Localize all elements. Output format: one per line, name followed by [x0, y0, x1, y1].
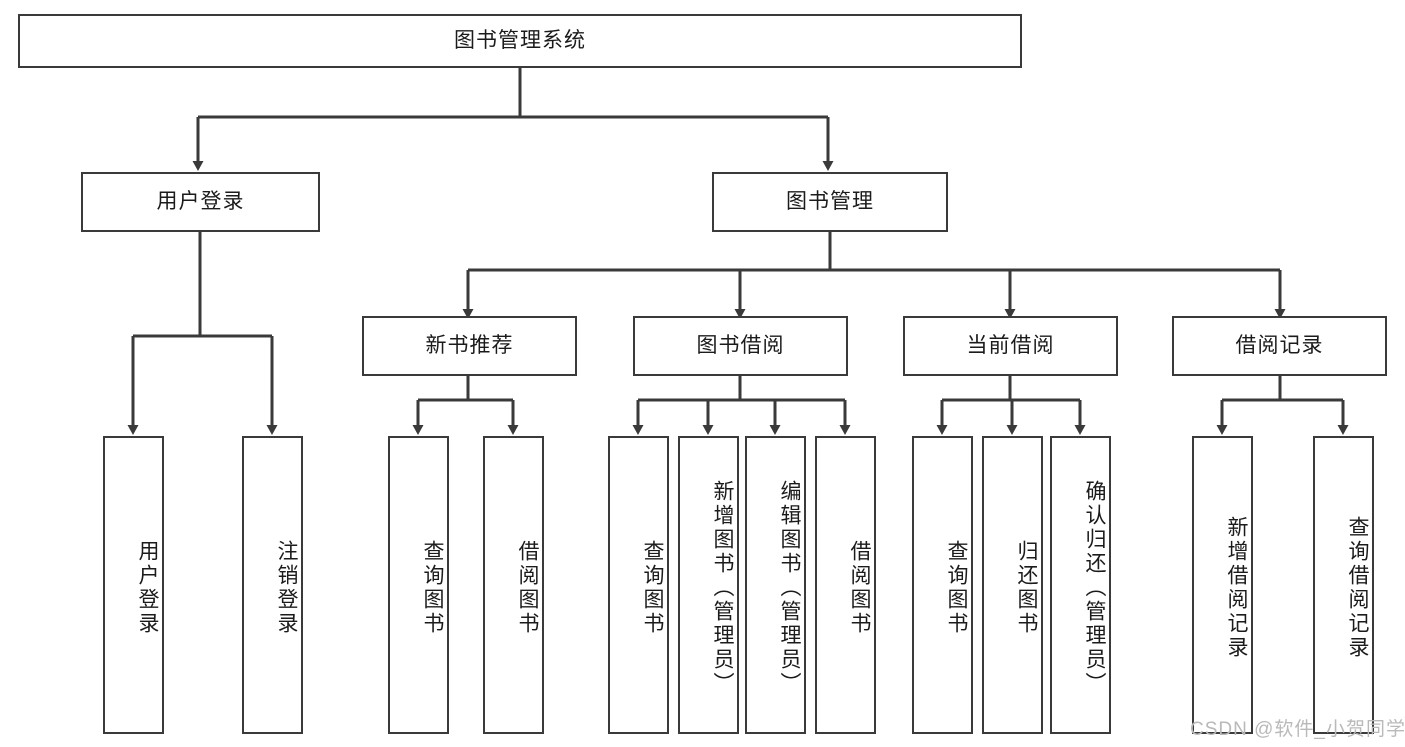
node-label: 当前借阅	[966, 334, 1055, 358]
node-label: 确认归还（管理员）	[1083, 480, 1106, 696]
node-label: 编辑图书（管理员）	[778, 480, 801, 696]
node-user-login[interactable]: 用户登录	[81, 172, 320, 232]
node-label: 归还图书	[1015, 540, 1038, 636]
node-book-management[interactable]: 图书管理	[712, 172, 948, 232]
node-label: 查询图书	[641, 540, 664, 636]
node-label: 图书管理	[786, 190, 874, 214]
node-label: 图书借阅	[696, 334, 785, 358]
leaf-book-borrow-edit[interactable]: 编辑图书（管理员）	[745, 436, 806, 734]
leaf-current-borrow-confirm-return[interactable]: 确认归还（管理员）	[1050, 436, 1111, 734]
leaf-user-login-login[interactable]: 用户登录	[103, 436, 164, 734]
node-new-book-recommendation[interactable]: 新书推荐	[362, 316, 577, 376]
node-label: 新书推荐	[425, 334, 514, 358]
node-current-borrowing[interactable]: 当前借阅	[903, 316, 1118, 376]
node-label: 借阅图书	[848, 540, 871, 636]
node-label: 用户登录	[156, 190, 245, 214]
node-borrow-record[interactable]: 借阅记录	[1172, 316, 1387, 376]
node-label: 借阅图书	[516, 540, 539, 636]
node-book-borrowing[interactable]: 图书借阅	[633, 316, 848, 376]
node-label: 用户登录	[136, 540, 159, 636]
node-label: 查询借阅记录	[1346, 516, 1369, 660]
node-label: 新增借阅记录	[1225, 516, 1248, 660]
node-label: 查询图书	[945, 540, 968, 636]
leaf-book-borrow-query[interactable]: 查询图书	[608, 436, 669, 734]
node-label: 新增图书（管理员）	[711, 480, 734, 696]
node-root-system[interactable]: 图书管理系统	[18, 14, 1022, 68]
node-label: 查询图书	[421, 540, 444, 636]
leaf-book-borrow-borrow[interactable]: 借阅图书	[815, 436, 876, 734]
node-label: 注销登录	[275, 540, 298, 636]
leaf-borrow-record-add[interactable]: 新增借阅记录	[1192, 436, 1253, 734]
leaf-current-borrow-return[interactable]: 归还图书	[982, 436, 1043, 734]
leaf-user-login-logout[interactable]: 注销登录	[242, 436, 303, 734]
leaf-book-borrow-add[interactable]: 新增图书（管理员）	[678, 436, 739, 734]
leaf-current-borrow-query[interactable]: 查询图书	[912, 436, 973, 734]
csdn-watermark: CSDN @软件_小贺同学	[1190, 719, 1405, 740]
node-label: 图书管理系统	[454, 29, 586, 53]
leaf-new-book-borrow[interactable]: 借阅图书	[483, 436, 544, 734]
leaf-new-book-query[interactable]: 查询图书	[388, 436, 449, 734]
leaf-borrow-record-query[interactable]: 查询借阅记录	[1313, 436, 1374, 734]
node-label: 借阅记录	[1235, 334, 1324, 358]
